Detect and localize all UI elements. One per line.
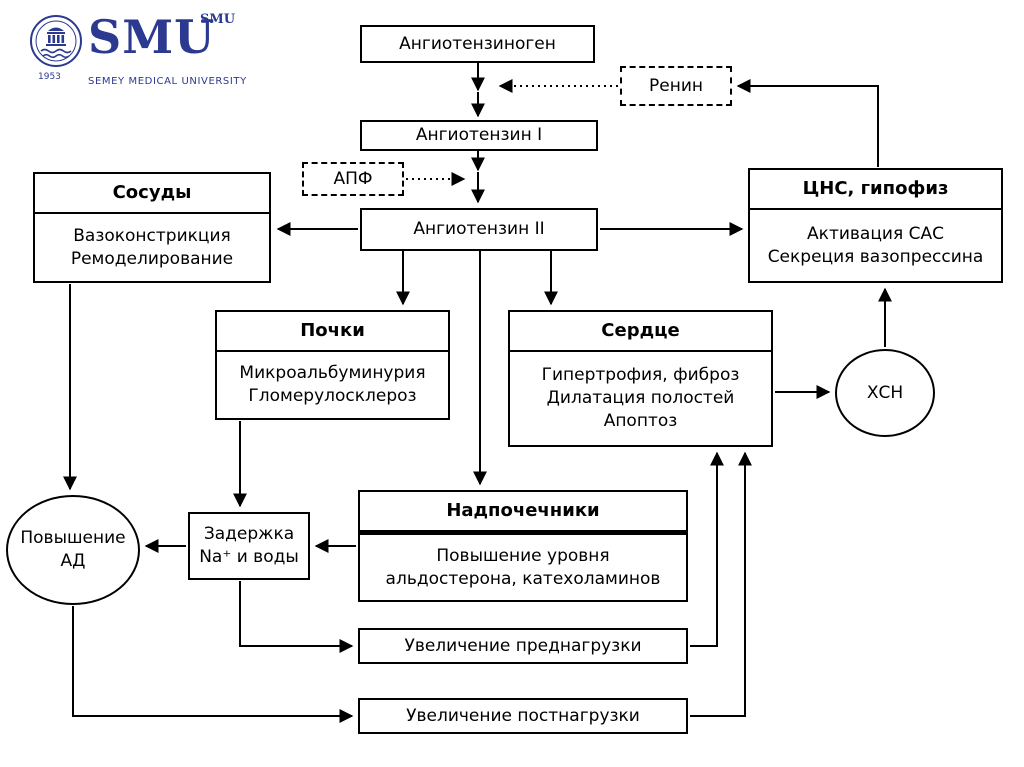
node-heart-body: Гипертрофия, фиброз Дилатация полостей А… — [541, 365, 740, 432]
logo-small-text: SMU — [200, 12, 236, 27]
university-logo: SMU SMU 1953 SEMEY MEDICAL UNIVERSITY — [24, 10, 274, 102]
node-vessels: Сосуды Вазоконстрикция Ремоделирование — [33, 172, 271, 283]
node-adrenals: Надпочечники Повышение уровня альдостеро… — [358, 490, 688, 602]
node-chf: ХСН — [835, 349, 935, 437]
node-angiotensin-2: Ангиотензин II — [360, 208, 598, 251]
node-heart: Сердце Гипертрофия, фиброз Дилатация пол… — [508, 310, 773, 447]
node-ace: АПФ — [302, 162, 404, 196]
logo-subtitle: SEMEY MEDICAL UNIVERSITY — [88, 76, 247, 87]
node-angiotensin-1: Ангиотензин I — [360, 120, 598, 151]
node-kidneys-title: Почки — [217, 312, 448, 353]
logo-year-text: 1953 — [38, 72, 61, 82]
node-increased-preload: Увеличение преднагрузки — [358, 628, 688, 664]
logo-name-text: SMU — [88, 10, 216, 64]
node-adrenals-body: Повышение уровня альдостерона, катехолам… — [385, 545, 661, 589]
node-cns-pituitary: ЦНС, гипофиз Активация САС Секреция вазо… — [748, 168, 1003, 283]
node-increased-blood-pressure: Повышение АД — [6, 495, 140, 605]
node-kidneys-body: Микроальбуминурия Гломерулосклероз — [239, 363, 426, 407]
node-heart-title: Сердце — [510, 312, 771, 353]
node-angiotensinogen: Ангиотензиноген — [360, 25, 595, 63]
node-kidneys: Почки Микроальбуминурия Гломерулосклероз — [215, 310, 450, 420]
node-adrenals-title: Надпочечники — [360, 492, 686, 536]
node-cns-title: ЦНС, гипофиз — [750, 170, 1001, 211]
node-sodium-water-retention: Задержка Na⁺ и воды — [188, 512, 310, 580]
node-vessels-body: Вазоконстрикция Ремоделирование — [70, 225, 234, 269]
node-increased-afterload: Увеличение постнагрузки — [358, 698, 688, 734]
university-emblem-icon — [30, 15, 82, 67]
node-renin: Ренин — [620, 66, 732, 106]
node-cns-body: Активация САС Секреция вазопрессина — [767, 223, 984, 267]
node-vessels-title: Сосуды — [35, 174, 269, 215]
